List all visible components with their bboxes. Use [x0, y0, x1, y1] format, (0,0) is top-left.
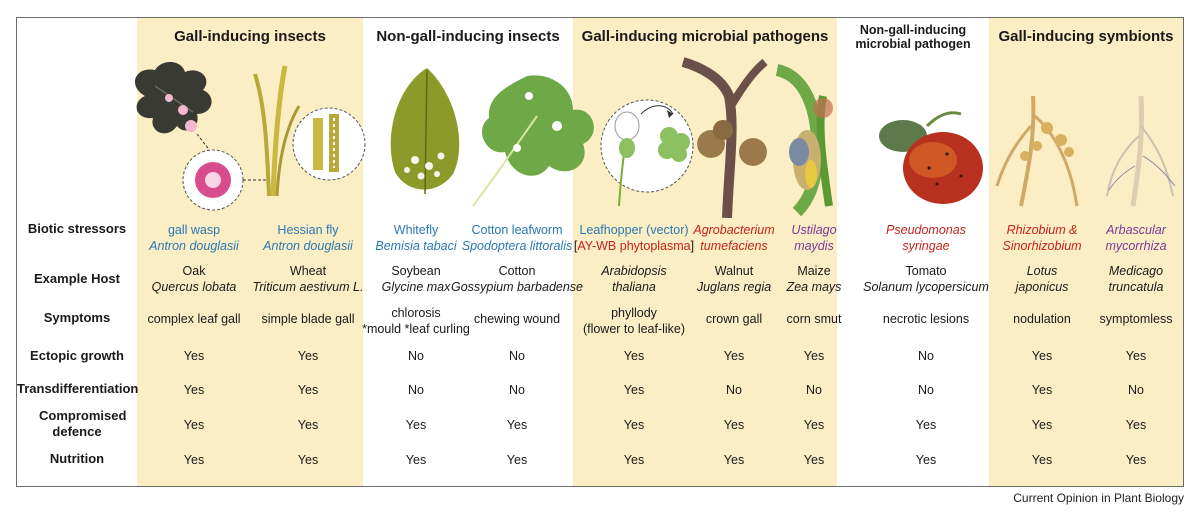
cell-transdiff: No: [726, 383, 742, 397]
cell-defence: Yes: [297, 418, 319, 432]
cell-transdiff: Yes: [297, 383, 319, 397]
cell-ectopic: Yes: [803, 349, 825, 363]
cell-ectopic: Yes: [183, 349, 205, 363]
cell-nutrition: Yes: [723, 453, 745, 467]
cell-transdiff: No: [918, 383, 934, 397]
comparison-table: Gall-inducing insects Non-gall-inducing …: [16, 17, 1184, 487]
cell-nutrition: Yes: [297, 453, 319, 467]
group-header-gall-pathogens: Gall-inducing microbial pathogens: [581, 28, 829, 46]
cell-nutrition: Yes: [405, 453, 427, 467]
cell-ectopic: Yes: [623, 349, 645, 363]
illustrations: [134, 57, 1176, 218]
cell-stressor: Rhizobium &Sinorhizobium: [1002, 223, 1082, 253]
soybean-leaf-icon: [390, 68, 460, 195]
cell-stressor: Leafhopper (vector)[AY-WB phytoplasma]: [573, 223, 695, 253]
cell-ectopic: Yes: [723, 349, 745, 363]
cell-transdiff: Yes: [183, 383, 205, 397]
cell-symptoms: nodulation: [1013, 312, 1071, 326]
row-label-ectopic: Ectopic growth: [30, 348, 124, 363]
cell-defence: Yes: [1125, 418, 1147, 432]
row-label-transdiff: Transdifferentiation: [17, 381, 139, 396]
cell-defence: Yes: [723, 418, 745, 432]
row-label-biotic: Biotic stressors: [27, 221, 127, 236]
cell-symptoms: crown gall: [705, 312, 763, 326]
cell-ectopic: No: [408, 349, 424, 363]
group-header-non-gall-pathogen: Non-gall-inducing microbial pathogen: [855, 22, 971, 51]
cell-nutrition: Yes: [623, 453, 645, 467]
cell-symptoms: chewing wound: [473, 312, 561, 326]
medicago-root-icon: [1106, 95, 1176, 207]
tomato-lesion-icon: [879, 111, 983, 204]
cell-ectopic: No: [509, 349, 525, 363]
cell-ectopic: Yes: [1031, 349, 1053, 363]
cell-symptoms: simple blade gall: [261, 312, 355, 326]
cell-ectopic: Yes: [1125, 349, 1147, 363]
cell-transdiff: Yes: [623, 383, 645, 397]
row-label-nutrition: Nutrition: [49, 451, 105, 466]
group-header-gall-insects: Gall-inducing insects: [174, 28, 326, 46]
cell-symptoms: chlorosis*mould *leaf curling: [362, 306, 470, 336]
lotus-nodule-root-icon: [995, 95, 1079, 207]
walnut-crown-gall-icon: [681, 57, 768, 218]
cell-transdiff: No: [806, 383, 822, 397]
row-label-defence: Compromised defence: [39, 408, 127, 440]
row-label-symptoms: Symptoms: [43, 310, 111, 325]
cell-defence: Yes: [803, 418, 825, 432]
wheat-blade-gall-icon: [253, 65, 366, 197]
cell-symptoms: complex leaf gall: [147, 312, 241, 326]
oak-leaf-gall-icon: [134, 61, 267, 211]
cell-symptoms: phyllody(flower to leaf-like): [582, 306, 686, 336]
cell-defence: Yes: [915, 418, 937, 432]
cell-defence: Yes: [506, 418, 528, 432]
cell-defence: Yes: [183, 418, 205, 432]
cell-symptoms: necrotic lesions: [882, 312, 970, 326]
journal-credit: Current Opinion in Plant Biology: [1013, 491, 1184, 505]
cell-ectopic: No: [918, 349, 934, 363]
cell-symptoms: corn smut: [786, 312, 842, 326]
cell-transdiff: No: [1128, 383, 1144, 397]
cell-ectopic: Yes: [297, 349, 319, 363]
cell-nutrition: Yes: [803, 453, 825, 467]
cotton-leaf-icon: [472, 75, 594, 207]
band-gall-pathogens: [573, 18, 837, 486]
cell-nutrition: Yes: [915, 453, 937, 467]
cell-transdiff: No: [408, 383, 424, 397]
cell-symptoms: symptomless: [1099, 312, 1173, 326]
cell-nutrition: Yes: [1125, 453, 1147, 467]
row-label-host: Example Host: [34, 271, 120, 286]
group-header-non-gall-insects: Non-gall-inducing insects: [376, 28, 560, 46]
cell-defence: Yes: [1031, 418, 1053, 432]
arabidopsis-flower-icon: [600, 99, 694, 207]
group-header-gall-symbionts: Gall-inducing symbionts: [998, 28, 1174, 46]
cell-defence: Yes: [623, 418, 645, 432]
band-gall-symbionts: [989, 18, 1183, 486]
cell-nutrition: Yes: [506, 453, 528, 467]
cell-transdiff: No: [509, 383, 525, 397]
cell-nutrition: Yes: [1031, 453, 1053, 467]
cell-defence: Yes: [405, 418, 427, 432]
maize-smut-icon: [775, 64, 833, 217]
cell-nutrition: Yes: [183, 453, 205, 467]
cell-transdiff: Yes: [1031, 383, 1053, 397]
